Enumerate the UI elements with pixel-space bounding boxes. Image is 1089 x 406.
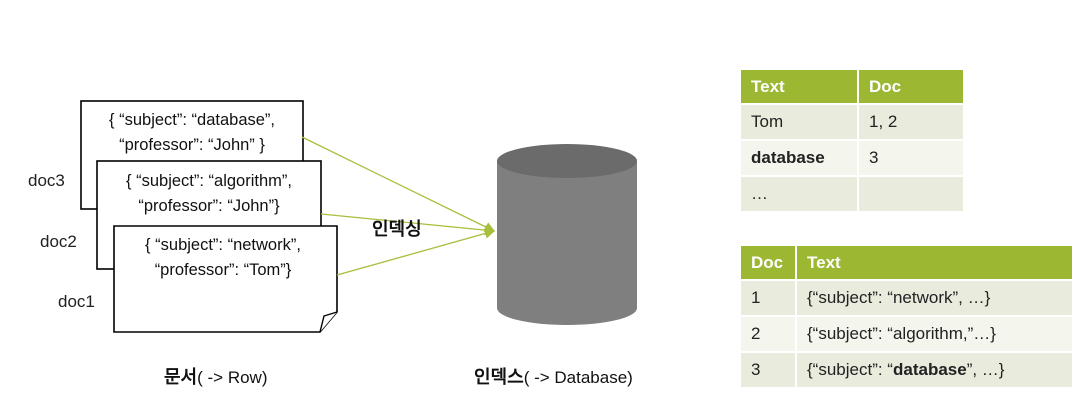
inverted-index-table: Text Doc Tom 1, 2 database 3 … [741,70,963,211]
header-text: Text [796,246,1072,280]
database-cylinder-icon [497,144,637,325]
arrow-doc2 [320,213,496,236]
cell-doc: 3 [741,351,797,387]
cell-text: Tom [741,103,859,140]
table-header-row: Text Doc [741,70,963,104]
cell-text: database [741,139,859,176]
cell-text: {“subject”: “database”, …} [796,351,1072,387]
cell-doc: 3 [858,139,963,176]
cell-text: {“subject”: “network”, …} [796,279,1072,316]
table-row: … [741,175,963,211]
arrow-doc3 [301,136,496,232]
documents-caption: 문서( -> Row) [164,367,268,387]
doc1-label: doc1 [58,292,95,311]
table-row: 3 {“subject”: “database”, …} [741,351,1072,387]
header-text: Text [741,70,859,104]
header-doc: Doc [858,70,963,104]
doc2-content: { “subject”: “algorithm”, “professor”: “… [126,172,292,215]
doc3-content: { “subject”: “database”, “professor”: “J… [109,111,275,154]
table-row: Tom 1, 2 [741,103,963,140]
indexing-label: 인덱싱 [372,219,422,239]
doc3-label: doc3 [28,171,65,190]
doc1-fold [319,311,338,333]
table-row: 2 {“subject”: “algorithm,”…} [741,315,1072,352]
cell-doc [858,175,963,211]
table-row: 1 {“subject”: “network”, …} [741,279,1072,316]
table-header-row: Doc Text [741,246,1072,280]
arrow-doc1 [336,228,496,276]
index-caption: 인덱스( -> Database) [474,367,633,387]
header-doc: Doc [741,246,797,280]
cell-text: {“subject”: “algorithm,”…} [796,315,1072,352]
cell-doc: 1, 2 [858,103,963,140]
doc-table: Doc Text 1 {“subject”: “network”, …} 2 {… [741,246,1072,387]
cell-doc: 2 [741,315,797,352]
cell-doc: 1 [741,279,797,316]
doc2-label: doc2 [40,232,77,251]
cell-text: … [741,175,859,211]
doc1-content: { “subject”: “network”, “professor”: “To… [145,236,301,279]
table-row: database 3 [741,139,963,176]
